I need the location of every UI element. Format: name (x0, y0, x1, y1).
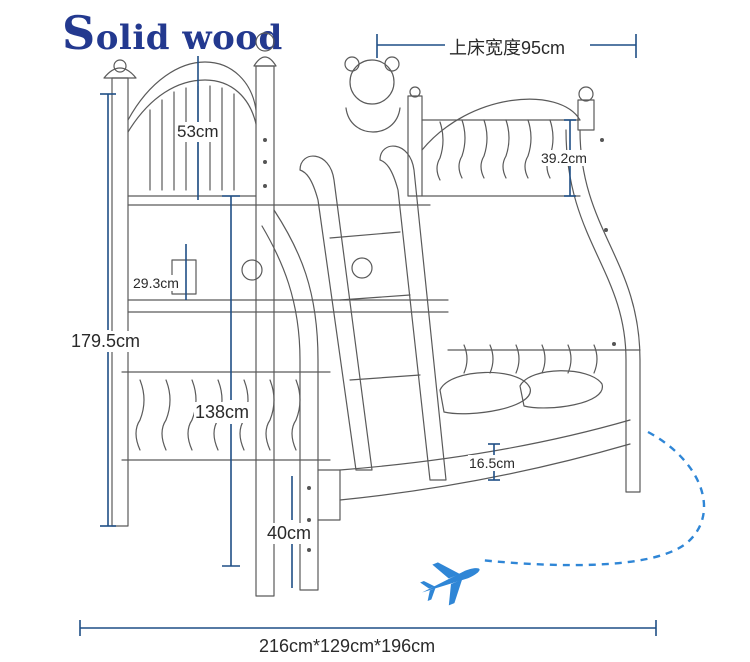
lower-bed-side-left (317, 469, 341, 521)
ladder-left-rail (299, 155, 373, 471)
shelf-bunny-toy (241, 259, 263, 281)
lower-guardrail-height-label: 16.5cm (468, 455, 516, 471)
upper-right-post-knob (409, 86, 421, 98)
shelf-height-label: 29.3cm (132, 275, 180, 291)
upper-right-post (407, 95, 423, 197)
teddy-bear-head (349, 59, 395, 105)
bolt-dots (263, 138, 616, 552)
left-back-post-cap (103, 67, 137, 79)
lower-clearance-label: 138cm (194, 402, 251, 423)
left-front-post (255, 65, 275, 597)
left-front-post-cap (253, 56, 277, 67)
headboard-height-label: 53cm (176, 122, 220, 142)
dimension-lines (79, 34, 657, 636)
upper-guardrail-balusters (436, 119, 554, 181)
left-curved-post (261, 209, 319, 591)
lower-bed-rail (339, 443, 631, 501)
bed-frame-sketch (103, 32, 641, 597)
ladder-rung-1 (329, 231, 401, 239)
ladder-rung-3 (349, 374, 421, 381)
floor-clearance-label: 40cm (266, 523, 313, 544)
lower-footboard-balusters (463, 344, 598, 374)
title-text: Solid wood (62, 6, 283, 60)
upper-bed-width-label: 上床宽度95cm (448, 34, 567, 60)
right-curved-post (565, 129, 641, 493)
teddy-bear-ear-left (344, 56, 360, 72)
right-post-knob (578, 86, 594, 102)
upper-guardrail-height-label: 39.2cm (540, 150, 588, 166)
title-solid-wood: Solid wood (62, 6, 283, 60)
upper-headboard-inner-arch (127, 79, 257, 133)
left-back-post-knob (113, 59, 127, 73)
airplane-icon (420, 562, 480, 606)
lower-pillow-1 (439, 371, 531, 415)
upper-headboard-arch (127, 61, 257, 121)
left-front-post-knob (255, 32, 275, 52)
total-height-label: 179.5cm (70, 331, 142, 352)
ladder-rung-2 (339, 294, 411, 301)
left-back-post (111, 77, 129, 527)
lower-bed-mattress-edge (339, 419, 631, 471)
shelf-deer-toy (351, 257, 373, 279)
ladder-right-rail (379, 145, 447, 481)
upper-footboard-arch (421, 98, 581, 151)
overall-size-label: 216cm*129cm*196cm (258, 636, 437, 657)
lower-pillow-2 (519, 370, 603, 409)
right-post-top (577, 99, 595, 131)
dashed-flight-path (479, 430, 706, 567)
teddy-bear-body (345, 107, 401, 133)
teddy-bear-ear-right (384, 56, 400, 72)
